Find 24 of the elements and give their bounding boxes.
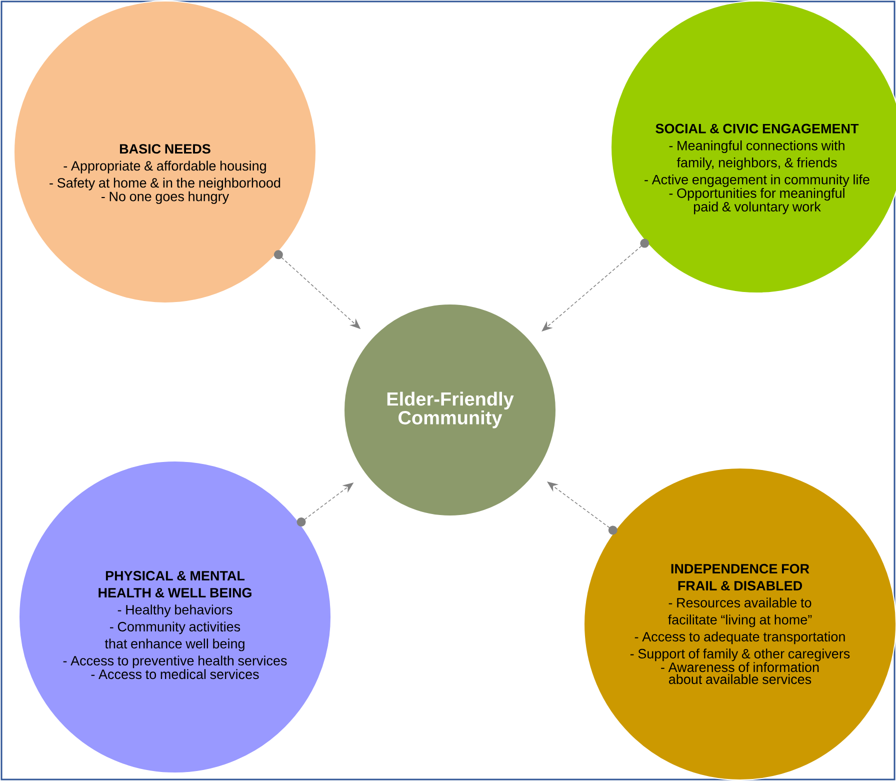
node-label: - Access to preventive health services: [63, 656, 287, 668]
topic-circle: [18, 460, 332, 774]
topic-circle-text: SOCIAL & CIVIC ENGAGEMENT - Meaningful connections with family, neighbors, & friends - Active engagement in community life - Opportunities for meaningful paid & voluntary work: [644, 124, 870, 214]
hub-circle-text: Elder-Friendly Community: [387, 392, 514, 428]
topic-circle: [610, 0, 896, 294]
node-label: INDEPENDENCE FOR FRAIL & DISABLED: [671, 564, 810, 590]
node-label: - Active engagement in community life: [644, 174, 870, 188]
node-label: PHYSICAL & MENTAL HEALTH & WELL BEING: [98, 570, 252, 598]
node-label: - Awareness of information about available services: [661, 662, 819, 684]
node-label: - Resources available to facilitate “living at home”: [668, 598, 812, 628]
topic-circle-text: BASIC NEEDS - Appropriate & affordable housing - Safety at home & in the neighborhood - No one goes hungry: [50, 144, 280, 204]
topic-circle: [584, 468, 896, 780]
node-label: - Support of family & other caregivers: [630, 648, 850, 662]
node-label: - Community activities that enhance well being: [104, 622, 244, 652]
node-label: - Access to medical services: [91, 669, 259, 680]
node-label: - Opportunities for meaningful paid & voluntary work: [669, 188, 844, 214]
topic-circle: [14, 0, 316, 304]
topic-circle-text: PHYSICAL & MENTAL HEALTH & WELL BEING - Healthy behaviors - Community activities that enhance well being - Access to preventive health services - Access to medical services: [63, 570, 287, 680]
node-label: - Access to adequate transportation: [634, 632, 845, 644]
node-label: - Meaningful connections with family, neighbors, & friends: [669, 140, 844, 170]
node-label: SOCIAL & CIVIC ENGAGEMENT: [656, 124, 859, 134]
topic-circle-text: INDEPENDENCE FOR FRAIL & DISABLED - Resources available to facilitate “living at home” - Access to adequate transportation - Support of family & other caregivers - Awareness of information about available services: [630, 564, 850, 684]
hub-circle: [344, 304, 556, 516]
node-label: - Healthy behaviors: [118, 604, 232, 618]
